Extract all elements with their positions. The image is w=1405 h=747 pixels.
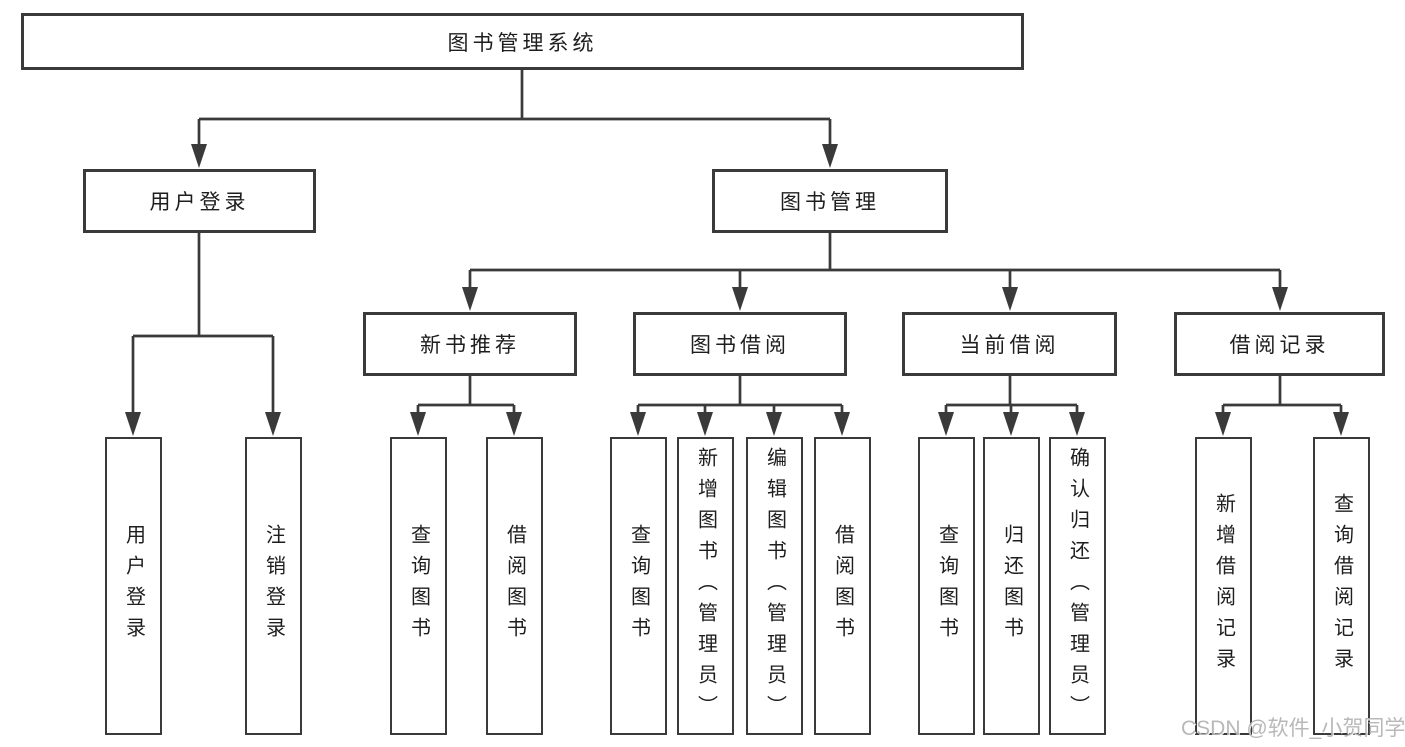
node-new-book-recommend-label: 新书推荐 <box>420 334 520 357</box>
leaf-bb-query-book-label: 查询图书 <box>627 524 650 648</box>
node-user-login: 用户登录 <box>83 169 316 233</box>
leaf-bb-borrow-book-label: 借阅图书 <box>831 524 854 648</box>
leaf-br-add-record: 新增借阅记录 <box>1195 437 1252 735</box>
node-new-book-recommend: 新书推荐 <box>363 312 577 376</box>
leaf-cb-query-book: 查询图书 <box>918 437 975 735</box>
node-user-login-label: 用户登录 <box>149 191 250 214</box>
leaf-rec-query-book: 查询图书 <box>390 437 447 735</box>
node-current-borrowing: 当前借阅 <box>902 312 1117 376</box>
node-book-management-label: 图书管理 <box>780 191 880 214</box>
arrowheads <box>125 144 1349 436</box>
leaf-cb-confirm-return-label: 确认归还（管理员） <box>1066 446 1089 726</box>
leaf-cb-return-book-label: 归还图书 <box>1000 524 1023 648</box>
leaf-rec-borrow-book: 借阅图书 <box>486 437 543 735</box>
leaf-bb-edit-book-label: 编辑图书（管理员） <box>763 446 786 726</box>
node-book-management: 图书管理 <box>712 169 948 233</box>
leaf-bb-add-book: 新增图书（管理员） <box>677 437 734 735</box>
leaf-bb-add-book-label: 新增图书（管理员） <box>694 446 717 726</box>
leaf-rec-borrow-book-label: 借阅图书 <box>503 524 526 648</box>
node-book-borrowing: 图书借阅 <box>633 312 847 376</box>
leaf-br-add-record-label: 新增借阅记录 <box>1212 493 1235 679</box>
node-borrow-records: 借阅记录 <box>1174 312 1385 376</box>
node-root-label: 图书管理系统 <box>447 31 598 55</box>
leaf-user-login-label: 用户登录 <box>122 524 145 648</box>
leaf-br-query-record-label: 查询借阅记录 <box>1330 493 1353 679</box>
node-borrow-records-label: 借阅记录 <box>1229 334 1330 357</box>
watermark: CSDN @软件_小贺同学 <box>1181 717 1405 740</box>
leaf-bb-edit-book: 编辑图书（管理员） <box>746 437 803 735</box>
leaf-cb-confirm-return: 确认归还（管理员） <box>1049 437 1106 735</box>
leaf-cb-return-book: 归还图书 <box>983 437 1040 735</box>
leaf-rec-query-book-label: 查询图书 <box>407 524 430 648</box>
leaf-logout-label: 注销登录 <box>262 524 285 648</box>
leaf-bb-borrow-book: 借阅图书 <box>814 437 871 735</box>
leaf-cb-query-book-label: 查询图书 <box>935 524 958 648</box>
leaf-br-query-record: 查询借阅记录 <box>1313 437 1370 735</box>
node-current-borrowing-label: 当前借阅 <box>959 334 1060 357</box>
leaf-bb-query-book: 查询图书 <box>610 437 667 735</box>
node-book-borrowing-label: 图书借阅 <box>690 334 790 357</box>
leaf-logout: 注销登录 <box>245 437 302 735</box>
node-root: 图书管理系统 <box>21 13 1024 70</box>
leaf-user-login: 用户登录 <box>105 437 162 735</box>
